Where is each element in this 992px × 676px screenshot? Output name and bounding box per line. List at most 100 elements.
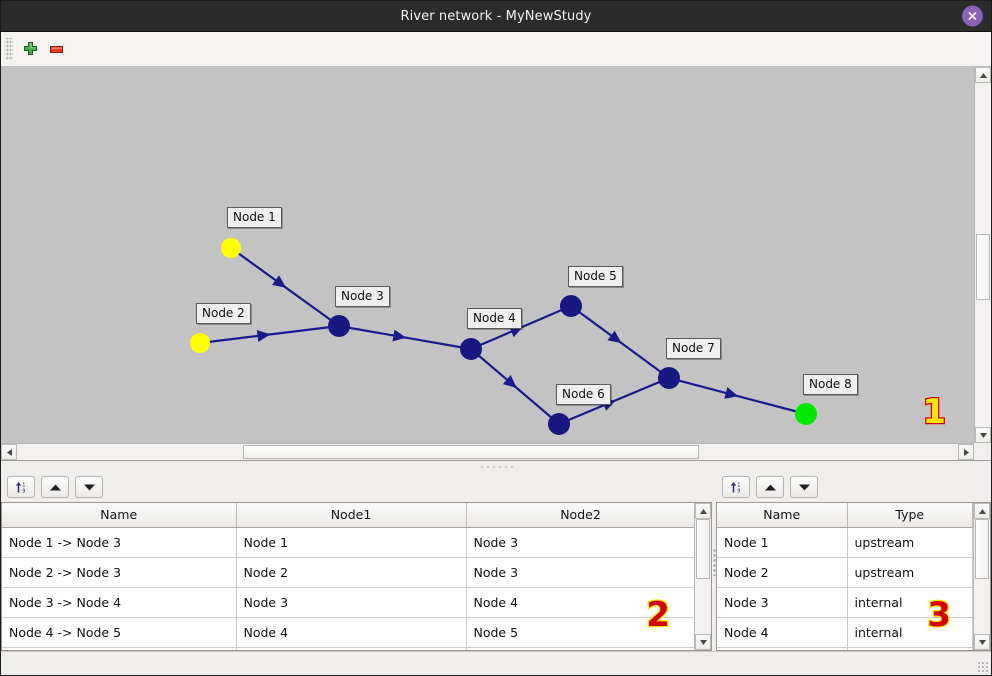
table-cell-name[interactable]: Node 4 -> Node 5	[2, 617, 237, 648]
svg-text:9: 9	[737, 488, 740, 494]
table-cell-type[interactable]: upstream	[847, 557, 973, 588]
links-vscroll-track[interactable]	[695, 519, 711, 634]
links-table-vertical-scrollbar[interactable]	[694, 503, 711, 650]
nodes-table-vertical-scrollbar[interactable]	[973, 503, 990, 650]
table-cell-node2[interactable]: Node 3	[466, 527, 694, 558]
table-cell-node1[interactable]: Node 1	[236, 527, 467, 558]
scroll-up-arrow-icon[interactable]	[974, 503, 990, 519]
table-cell-type[interactable]: internal	[847, 587, 973, 618]
graph-node-label-node-3[interactable]: Node 3	[335, 286, 390, 307]
table-cell-node1[interactable]: Node 3	[236, 587, 467, 618]
table-empty-row	[2, 647, 694, 650]
graph-vscroll-thumb[interactable]	[976, 234, 990, 300]
table-cell-name[interactable]: Node 3 -> Node 4	[2, 587, 237, 618]
graph-node-node-3[interactable]	[328, 315, 350, 337]
scroll-up-arrow-icon[interactable]	[695, 503, 711, 519]
scroll-left-arrow-icon[interactable]	[1, 444, 17, 460]
nodes-vscroll-thumb[interactable]	[975, 519, 989, 579]
graph-node-node-8[interactable]	[795, 403, 817, 425]
scroll-down-arrow-icon[interactable]	[974, 634, 990, 650]
links-col-header-name[interactable]: Name	[2, 503, 237, 528]
move-up-arrow-icon[interactable]	[756, 476, 784, 498]
close-icon[interactable]	[962, 5, 983, 27]
move-down-arrow-icon[interactable]	[790, 476, 818, 498]
table-cell-node1[interactable]: Node 2	[236, 557, 467, 588]
graph-edge-arrow-icon	[272, 275, 287, 288]
graph-node-node-5[interactable]	[560, 295, 582, 317]
table-cell-name[interactable]: Node 2	[717, 557, 848, 588]
table-empty-cell	[2, 647, 237, 650]
scrollbar-corner	[974, 443, 991, 460]
nodes-col-header-name[interactable]: Name	[717, 503, 848, 528]
graph-node-label-node-5[interactable]: Node 5	[568, 266, 623, 287]
graph-hscroll-track[interactable]	[17, 444, 958, 460]
table-empty-cell	[847, 647, 973, 650]
pane-splitter-grip-dots	[712, 547, 716, 576]
graph-node-label-node-6[interactable]: Node 6	[556, 384, 611, 405]
table-cell-node2[interactable]: Node 5	[466, 617, 694, 648]
graph-vertical-scrollbar[interactable]	[974, 67, 991, 443]
table-cell-node2[interactable]: Node 3	[466, 557, 694, 588]
horizontal-splitter[interactable]	[1, 461, 991, 472]
sort-az-icon[interactable]: 1 9	[722, 476, 750, 498]
nodes-vscroll-track[interactable]	[974, 519, 990, 634]
graph-node-label-node-2[interactable]: Node 2	[196, 303, 251, 324]
links-col-header-node1[interactable]: Node1	[236, 503, 467, 528]
move-up-arrow-icon[interactable]	[41, 476, 69, 498]
graph-node-label-node-7[interactable]: Node 7	[666, 338, 721, 359]
graph-hscroll-thumb[interactable]	[242, 445, 700, 459]
network-graph-svg	[190, 238, 817, 435]
remove-minus-icon[interactable]	[43, 36, 69, 62]
graph-edge-arrow-icon	[392, 329, 407, 342]
scroll-up-arrow-icon[interactable]	[975, 67, 991, 83]
graph-node-node-1[interactable]	[221, 238, 241, 258]
table-cell-name[interactable]: Node 3	[717, 587, 848, 618]
resize-grip-icon[interactable]	[977, 661, 988, 672]
links-vscroll-thumb[interactable]	[696, 519, 710, 579]
scroll-down-arrow-icon[interactable]	[695, 634, 711, 650]
add-plus-icon[interactable]	[17, 36, 43, 62]
graph-node-label-node-8[interactable]: Node 8	[803, 374, 858, 395]
toolbar-drag-handle[interactable]	[5, 38, 13, 60]
table-cell-name[interactable]: Node 4	[717, 617, 848, 648]
graph-node-node-6[interactable]	[548, 413, 570, 435]
move-down-arrow-icon[interactable]	[75, 476, 103, 498]
nodes-col-header-type[interactable]: Type	[847, 503, 973, 528]
table-cell-node2[interactable]: Node 4	[466, 587, 694, 618]
graph-vscroll-track[interactable]	[975, 83, 991, 427]
sort-az-icon[interactable]: 1 9	[7, 476, 35, 498]
links-col-header-node2[interactable]: Node2	[466, 503, 694, 528]
graph-node-node-7[interactable]	[658, 367, 680, 389]
graph-node-label-node-1[interactable]: Node 1	[227, 207, 282, 228]
table-cell-name[interactable]: Node 1	[717, 527, 848, 558]
table-cell-type[interactable]: internal	[847, 617, 973, 648]
graph-node-node-2[interactable]	[190, 333, 210, 353]
table-cell-node1[interactable]: Node 4	[236, 617, 467, 648]
links-pane: 1 9 Name	[1, 472, 712, 651]
svg-text:1: 1	[737, 482, 740, 488]
table-cell-name[interactable]: Node 1 -> Node 3	[2, 527, 237, 558]
graph-node-label-node-4[interactable]: Node 4	[467, 308, 522, 329]
graph-horizontal-scrollbar[interactable]	[1, 443, 974, 460]
table-cell-type[interactable]: upstream	[847, 527, 973, 558]
graph-node-node-4[interactable]	[460, 338, 482, 360]
scroll-down-arrow-icon[interactable]	[975, 427, 991, 443]
svg-text:1: 1	[22, 482, 25, 488]
scroll-right-arrow-icon[interactable]	[958, 444, 974, 460]
table-cell-name[interactable]: Node 2 -> Node 3	[2, 557, 237, 588]
vertical-pane-splitter[interactable]	[712, 472, 716, 651]
nodes-pane-toolbar: 1 9	[716, 472, 991, 502]
